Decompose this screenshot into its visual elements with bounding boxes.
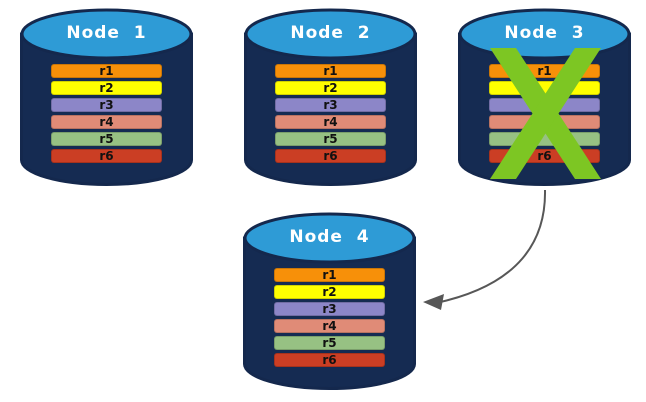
node-2-row-r6[interactable]: r6 bbox=[275, 149, 386, 163]
node-3-row-r6[interactable]: r6 bbox=[489, 149, 600, 163]
node-4-row-r1[interactable]: r1 bbox=[274, 268, 385, 282]
node-3-row-r1[interactable]: r1 bbox=[489, 64, 600, 78]
node-1-row-r5[interactable]: r5 bbox=[51, 132, 162, 146]
node-4-row-r3[interactable]: r3 bbox=[274, 302, 385, 316]
node-2-row-r2[interactable]: r2 bbox=[275, 81, 386, 95]
cylinder-top-ellipse bbox=[458, 8, 631, 60]
node-1-row-r6[interactable]: r6 bbox=[51, 149, 162, 163]
cylinder-top-ellipse bbox=[244, 8, 417, 60]
node-1-row-r3[interactable]: r3 bbox=[51, 98, 162, 112]
node-2-row-r4[interactable]: r4 bbox=[275, 115, 386, 129]
node-3-row-r2[interactable] bbox=[489, 81, 600, 95]
node-1-row-r1[interactable]: r1 bbox=[51, 64, 162, 78]
node-4-row-r2[interactable]: r2 bbox=[274, 285, 385, 299]
node-2-row-r1[interactable]: r1 bbox=[275, 64, 386, 78]
node-1-row-r4[interactable]: r4 bbox=[51, 115, 162, 129]
cylinder-top-ellipse bbox=[243, 212, 416, 264]
node-2-row-r5[interactable]: r5 bbox=[275, 132, 386, 146]
node-3-row-r3[interactable] bbox=[489, 98, 600, 112]
node-4-row-r6[interactable]: r6 bbox=[274, 353, 385, 367]
node-4-row-r4[interactable]: r4 bbox=[274, 319, 385, 333]
node-3-row-r5[interactable] bbox=[489, 132, 600, 146]
recovery-arrow-head bbox=[423, 294, 444, 310]
recovery-arrow-line bbox=[435, 189, 547, 304]
node-4-row-r5[interactable]: r5 bbox=[274, 336, 385, 350]
node-1-row-r2[interactable]: r2 bbox=[51, 81, 162, 95]
cylinder-top-ellipse bbox=[20, 8, 193, 60]
node-3-row-r4[interactable] bbox=[489, 115, 600, 129]
node-2-row-r3[interactable]: r3 bbox=[275, 98, 386, 112]
